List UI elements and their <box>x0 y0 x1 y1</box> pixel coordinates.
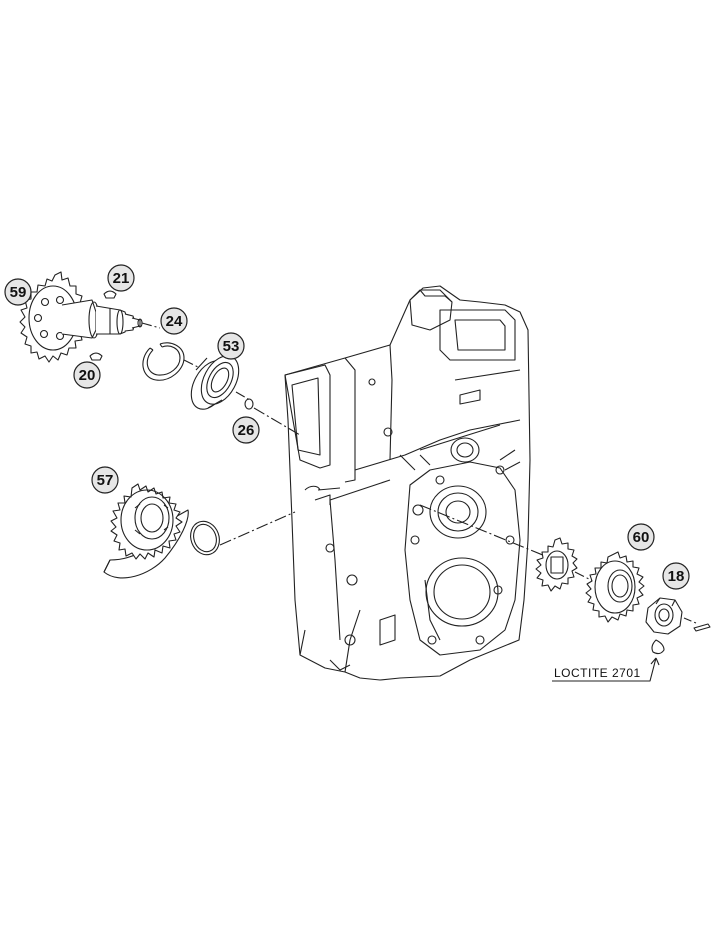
loctite-leader <box>552 657 657 682</box>
svg-text:60: 60 <box>633 529 650 546</box>
oring-26 <box>244 398 254 410</box>
crankcase-housing <box>284 285 531 681</box>
svg-text:59: 59 <box>10 284 27 301</box>
nut-18 <box>645 597 683 635</box>
callout-20: 20 <box>73 361 101 389</box>
small-gear <box>535 537 578 592</box>
key-part-20 <box>89 352 103 361</box>
gear-60 <box>585 551 645 623</box>
callout-57: 57 <box>91 466 119 494</box>
svg-text:53: 53 <box>223 338 240 355</box>
gear-shaft-59 <box>19 271 161 363</box>
svg-text:24: 24 <box>166 313 183 330</box>
circlip-24 <box>142 342 201 381</box>
callout-18: 18 <box>662 562 690 590</box>
callout-24: 24 <box>160 307 188 335</box>
svg-text:26: 26 <box>238 422 255 439</box>
svg-text:20: 20 <box>79 367 96 384</box>
balancer-gear-57 <box>103 483 189 579</box>
cotter-pin <box>693 623 711 632</box>
callout-60: 60 <box>627 523 655 551</box>
svg-text:18: 18 <box>668 568 685 585</box>
key-part-21 <box>103 290 117 299</box>
loctite-drop <box>651 639 665 655</box>
callout-26: 26 <box>232 416 260 444</box>
loctite-note: LOCTITE 2701 <box>554 666 641 680</box>
oring-57-seal <box>190 520 220 556</box>
callout-21: 21 <box>107 264 135 292</box>
callout-53: 53 <box>217 332 245 360</box>
svg-text:21: 21 <box>113 270 130 287</box>
callout-59: 59 <box>4 278 32 306</box>
bearing-53 <box>190 355 251 410</box>
svg-text:57: 57 <box>97 472 114 489</box>
